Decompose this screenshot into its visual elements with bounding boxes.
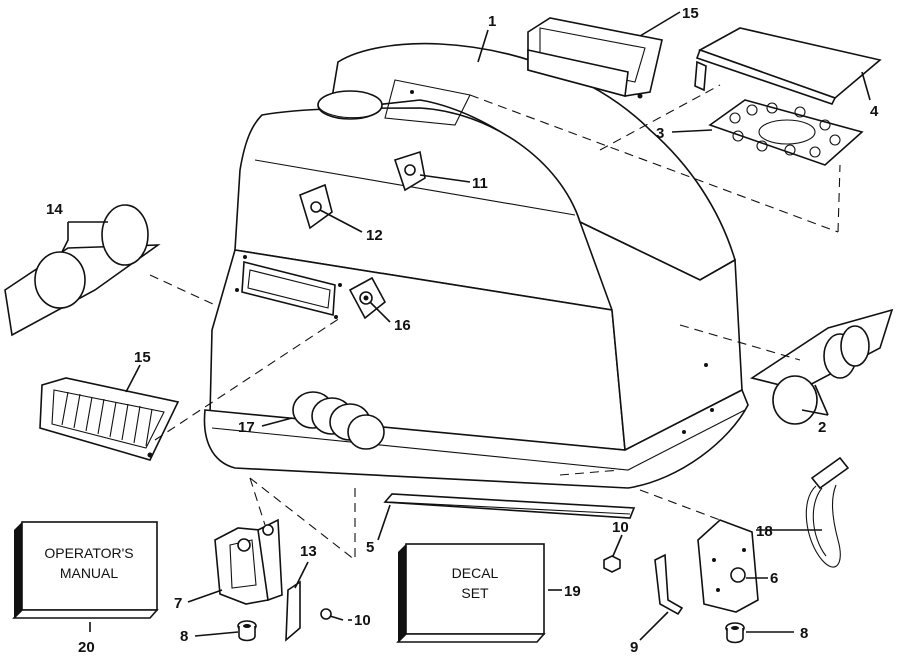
callout-1: 1: [488, 13, 496, 30]
callout-7: 7: [174, 595, 182, 612]
manual-line-2: MANUAL: [60, 565, 119, 581]
callout-5: 5: [366, 539, 374, 556]
callout-2: 2: [818, 419, 826, 436]
grommet-8-left: [237, 620, 257, 642]
screw-10-left: [320, 608, 344, 621]
clip-13: [285, 580, 301, 642]
manual-line-1: OPERATOR'S: [44, 545, 133, 561]
callout-8-left: 8: [180, 628, 188, 645]
callout-10-left: 10: [354, 612, 371, 629]
decal-line-1: DECAL: [452, 565, 499, 581]
callout-15-left: 15: [134, 349, 151, 366]
operators-manual-box: OPERATOR'S MANUAL: [12, 521, 159, 619]
callout-17: 17: [238, 419, 255, 436]
rubber-strip-5: [383, 493, 636, 519]
engine-cover-cowl: [203, 42, 749, 489]
callout-20: 20: [78, 639, 95, 656]
screw-10-right: [603, 555, 621, 573]
air-silencer-top-15: [527, 17, 663, 99]
callout-10-right: 10: [612, 519, 629, 536]
callout-numbers: 1 2 3 4 5 6 7 8 8 9 10 10 11 12 13 14 15…: [46, 5, 879, 656]
decal-line-2: SET: [461, 585, 489, 601]
grommet-8-right: [725, 622, 745, 644]
latch-plate-6: [697, 519, 759, 613]
air-silencer-left-15: [39, 377, 180, 461]
callout-4: 4: [870, 103, 879, 120]
plugs-17: [292, 391, 385, 450]
callout-18: 18: [756, 523, 773, 540]
callout-3: 3: [656, 125, 664, 142]
bracket-7: [214, 518, 283, 605]
link-9: [654, 553, 684, 616]
callout-19: 19: [564, 583, 581, 600]
gasket-3: [708, 99, 864, 166]
callout-9: 9: [630, 639, 638, 656]
decal-set-box: DECAL SET: [396, 543, 546, 643]
cover-plate-4: [694, 27, 882, 105]
assembly-lines: [149, 84, 841, 561]
seal-14: [4, 204, 161, 337]
cable-18: [805, 456, 850, 568]
callout-6: 6: [770, 570, 778, 587]
callout-15-top: 15: [682, 5, 699, 22]
latch-knob-12: [299, 183, 333, 230]
callout-8-right: 8: [800, 625, 808, 642]
callout-13: 13: [300, 543, 317, 560]
latch-knob-11: [393, 150, 426, 192]
callout-12: 12: [366, 227, 383, 244]
callout-11: 11: [472, 175, 488, 192]
callout-14: 14: [46, 201, 63, 218]
callout-16: 16: [394, 317, 411, 334]
seal-2: [750, 308, 894, 425]
leader-lines: [61, 11, 871, 641]
